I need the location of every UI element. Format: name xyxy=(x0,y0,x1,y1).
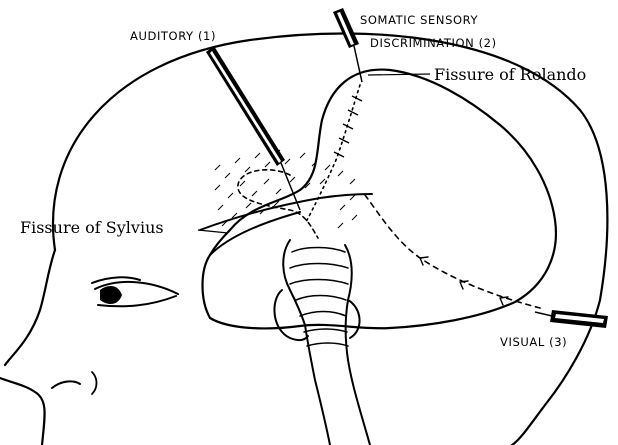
label-auditory: AUDITORY (1) xyxy=(130,29,216,43)
label-somatic-line2: DISCRIMINATION (2) xyxy=(370,36,497,50)
label-fissure-sylvius: Fissure of Sylvius xyxy=(20,218,164,237)
visual-pathway xyxy=(365,195,540,308)
rolando-leader xyxy=(368,74,430,75)
label-fissure-rolando: Fissure of Rolando xyxy=(434,65,586,84)
sylvius-leader xyxy=(198,230,228,233)
brainstem xyxy=(274,240,370,445)
somatic-electrode xyxy=(333,8,362,82)
mouth-icon xyxy=(52,372,97,394)
fissure-sylvius-line xyxy=(200,194,372,230)
label-visual: VISUAL (3) xyxy=(500,335,567,349)
brain-cortex xyxy=(203,70,556,329)
label-somatic-line1: SOMATIC SENSORY xyxy=(360,13,479,27)
head-outline xyxy=(0,33,607,445)
eye-icon xyxy=(92,277,178,306)
fissure-rolando-line xyxy=(306,85,362,222)
